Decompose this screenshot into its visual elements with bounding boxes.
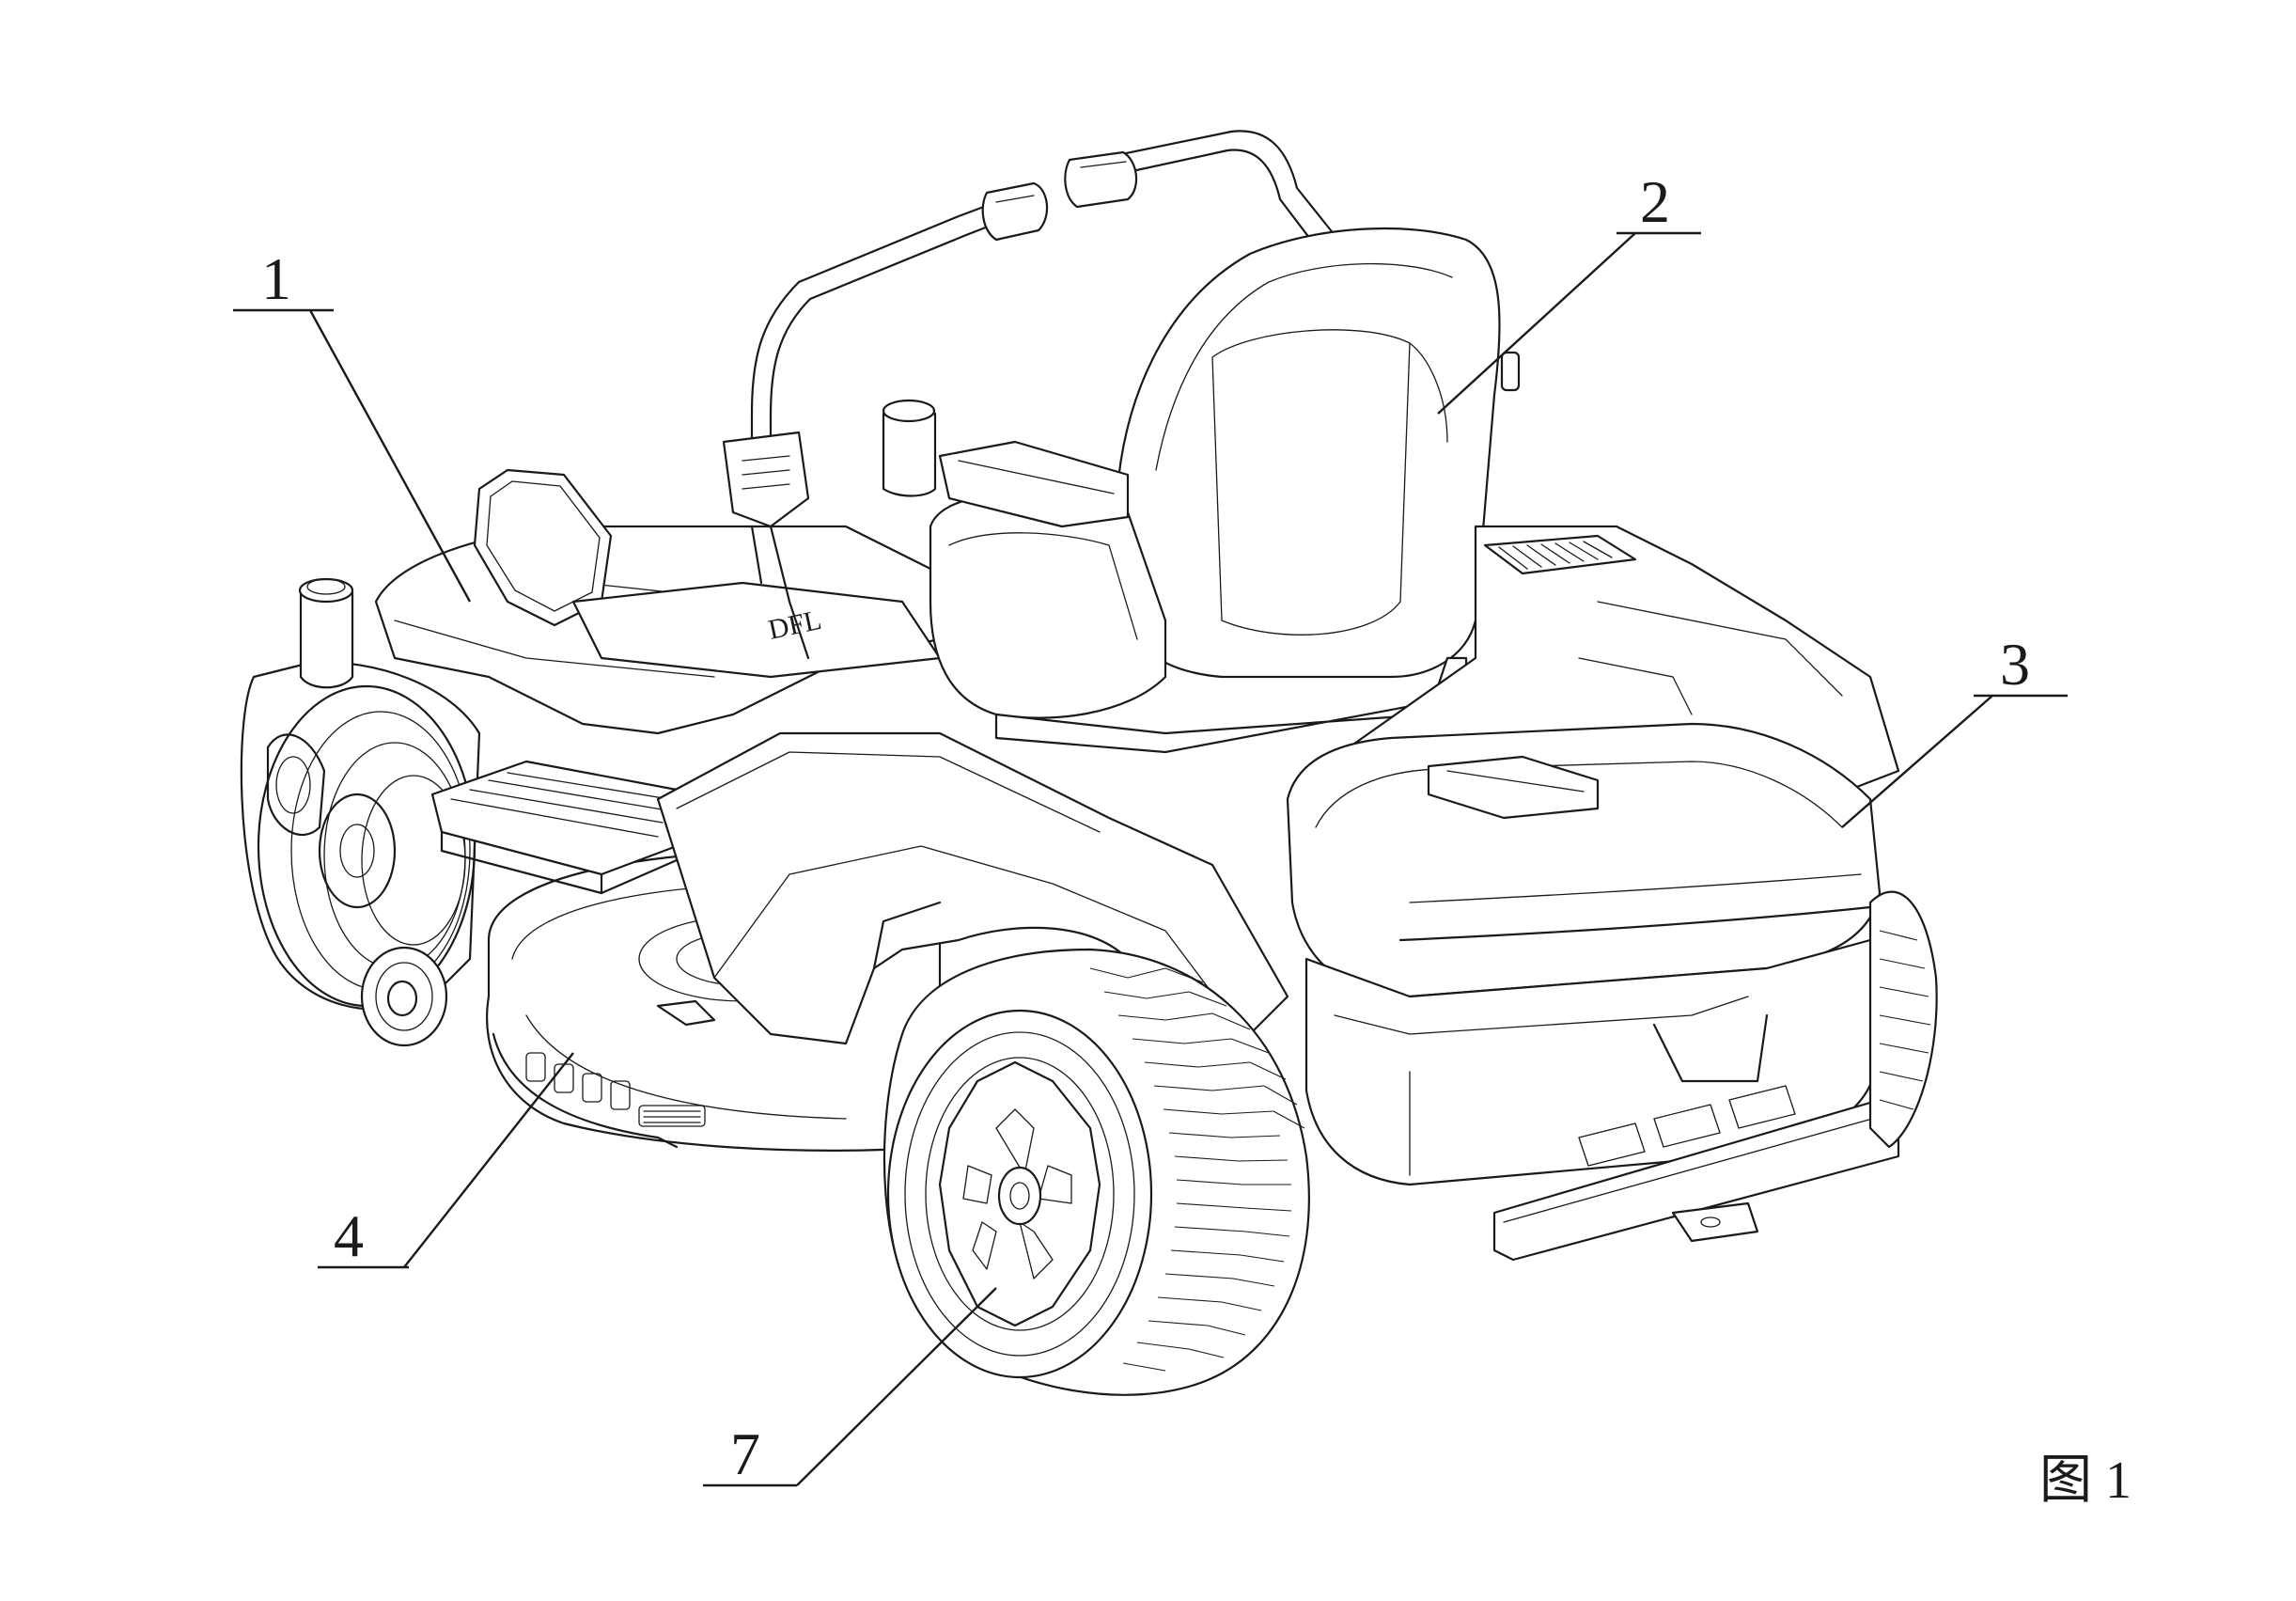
frame: DFL bbox=[374, 399, 942, 735]
callout-7-label: 7 bbox=[730, 1420, 760, 1487]
rim-spokes bbox=[938, 1060, 1101, 1327]
anti-scalp-roller bbox=[360, 946, 448, 1047]
battery-pack bbox=[1286, 722, 1882, 1186]
callout-3-label: 3 bbox=[2000, 631, 2030, 698]
steering-levers bbox=[722, 130, 1336, 660]
rear-drive-wheel bbox=[882, 948, 1310, 1396]
rear-fender bbox=[656, 731, 1289, 1045]
tire-tread bbox=[1089, 967, 1305, 1372]
seat bbox=[929, 227, 1521, 754]
callout-leaders bbox=[233, 231, 2068, 1487]
callout-2-label: 2 bbox=[1640, 168, 1670, 235]
left-drive-wheel bbox=[240, 661, 481, 1011]
right-rear-wheel bbox=[1868, 890, 1938, 1149]
callout-1-label: 1 bbox=[261, 245, 291, 312]
callout-4-label: 4 bbox=[334, 1202, 364, 1269]
deck-vents bbox=[525, 1052, 706, 1127]
caster-post bbox=[298, 577, 354, 689]
figure-caption: 图 1 bbox=[2039, 1452, 2132, 1510]
